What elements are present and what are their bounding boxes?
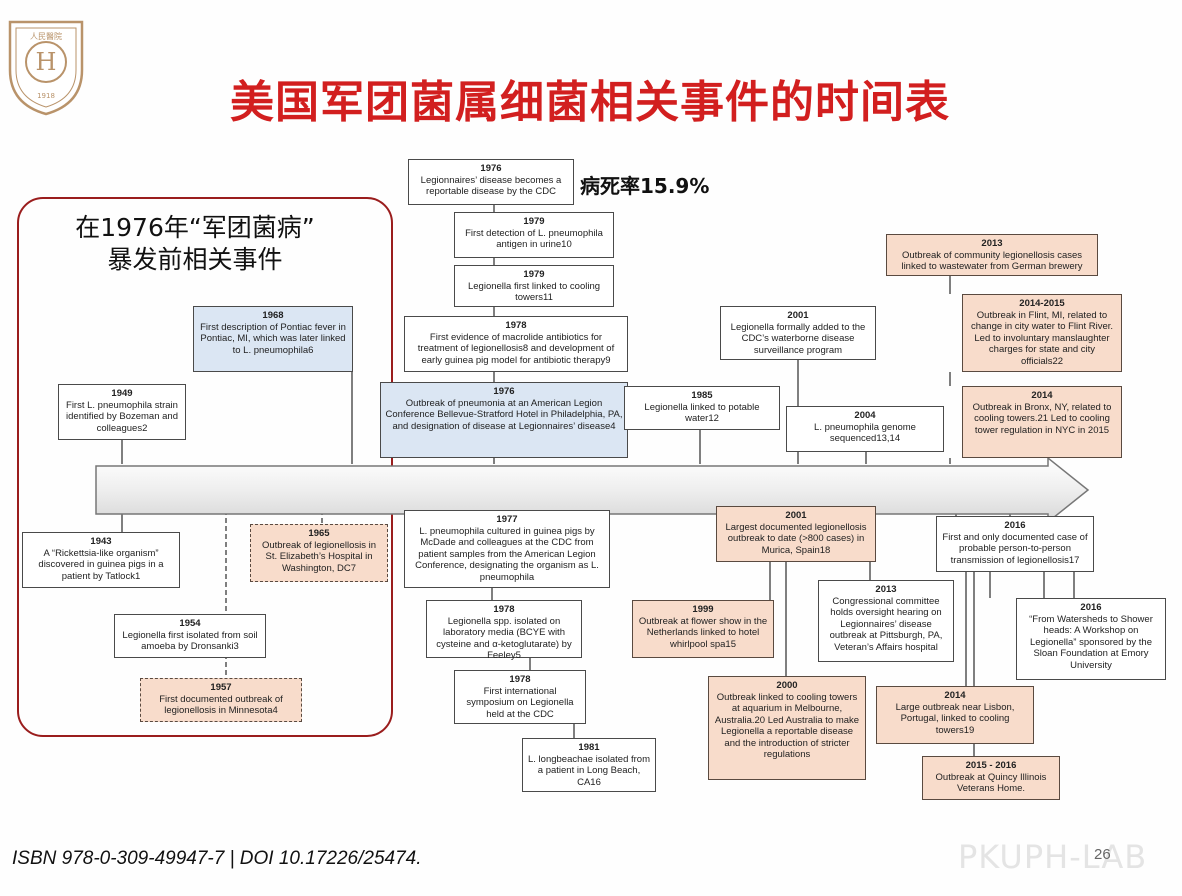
watermark: PKUPH-LAB xyxy=(958,838,1148,876)
citation-footer: ISBN 978-0-309-49947-7 | DOI 10.17226/25… xyxy=(12,848,422,869)
pre-1976-label: 在1976年“军团菌病” 暴发前相关事件 xyxy=(75,213,315,274)
hospital-logo: H 人民醫院 1918 xyxy=(8,20,84,116)
svg-text:1918: 1918 xyxy=(37,92,55,100)
case-fatality-rate: 病死率15.9% xyxy=(580,174,710,198)
slide-title: 美国军团菌属细菌相关事件的时间表 xyxy=(230,77,950,128)
event-2016-workshop: 2016“From Watersheds to Shower heads: A … xyxy=(1016,598,1166,680)
svg-text:人民醫院: 人民醫院 xyxy=(30,31,62,41)
svg-text:H: H xyxy=(36,48,57,76)
page-number: 26 xyxy=(1094,846,1111,863)
